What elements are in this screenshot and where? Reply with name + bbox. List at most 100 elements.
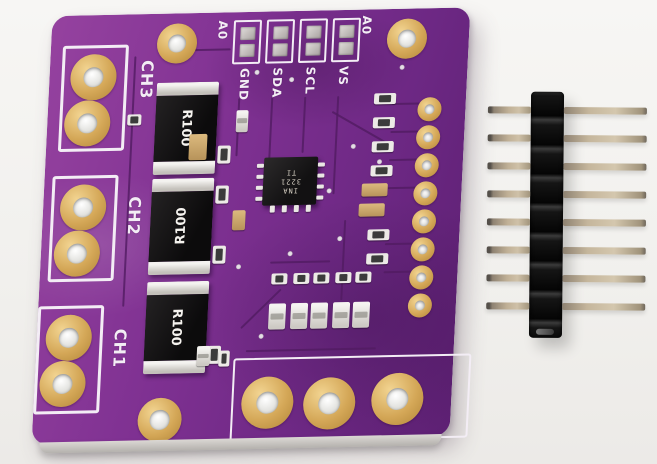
breakout-hole — [407, 293, 433, 318]
pcb-trace — [389, 158, 418, 162]
via-dot — [399, 64, 405, 70]
pcb-trace — [383, 270, 412, 274]
ic-pin — [255, 196, 263, 201]
via-dot — [376, 159, 383, 165]
plated-hole-ch3 — [63, 99, 112, 147]
plated-hole-ch2 — [58, 184, 108, 232]
ic-pin — [293, 204, 299, 213]
resistor-end-cap — [156, 81, 220, 96]
resistor-end-cap — [152, 160, 216, 176]
jumper-label-scl: SCL — [302, 66, 318, 96]
ic-pin — [316, 195, 324, 200]
via-dot — [288, 77, 295, 83]
mounting-hole — [136, 397, 183, 443]
ic-ina3221: INA 3221 TI — [255, 156, 326, 213]
smd-capacitor — [358, 203, 385, 217]
smd-resistor — [365, 253, 389, 265]
smd-capacitor — [188, 133, 208, 161]
solder-pad — [272, 25, 289, 40]
breakout-hole — [408, 265, 434, 290]
ic-pin — [256, 163, 265, 168]
channel-label-ch1: CH1 — [109, 328, 131, 369]
jumper-label-gnd: GND — [236, 67, 252, 102]
smd-resistor — [355, 271, 372, 283]
header-pin — [563, 106, 647, 115]
pcb-trace — [245, 347, 376, 353]
channel-label-ch3: CH3 — [136, 59, 158, 100]
breakout-hole — [414, 153, 440, 178]
pcb-board: CH3 CH2 CH1 A0 GND SDA SCL VS A0 R100 R1… — [31, 7, 472, 445]
pin-header-strip — [485, 83, 649, 348]
header-pin — [486, 302, 530, 310]
header-pin — [562, 302, 646, 311]
channel-label-ch2: CH2 — [123, 196, 145, 236]
pcb-trace — [387, 186, 416, 190]
solder-pad — [271, 43, 288, 57]
header-pin — [486, 246, 530, 254]
ic-pin — [281, 205, 287, 213]
smd-capacitor — [289, 302, 309, 330]
smd-resistor — [373, 92, 397, 105]
channel-block-ch3 — [57, 44, 130, 153]
ic-marking-line2: 3221 — [279, 177, 301, 186]
header-pin — [563, 134, 647, 143]
header-pin — [487, 134, 531, 142]
pcb-trace — [390, 130, 419, 134]
ic-pin — [269, 205, 275, 213]
smd-resistor — [127, 114, 142, 126]
jumper-pads-gnd — [231, 19, 263, 65]
ic-pin — [317, 173, 325, 178]
header-pin — [487, 162, 531, 170]
ic-pin — [317, 162, 326, 167]
solder-pad — [338, 24, 355, 38]
ic-pin — [305, 204, 311, 212]
plated-hole-ch1 — [44, 314, 93, 362]
smd-resistor — [372, 116, 396, 129]
via-dot — [258, 333, 264, 339]
smd-resistor — [215, 185, 230, 204]
smd-capacitor — [361, 183, 388, 197]
header-pin — [563, 190, 647, 199]
breakout-hole — [416, 96, 443, 122]
smd-capacitor — [267, 303, 287, 330]
via-dot — [287, 251, 293, 257]
via-dot — [337, 236, 343, 242]
pcb-trace — [340, 220, 347, 301]
channel-block-ch1 — [33, 305, 105, 415]
header-pin — [563, 162, 647, 171]
smd-component — [235, 110, 249, 133]
pcb-trace — [391, 102, 420, 106]
smd-resistor — [212, 245, 227, 264]
plated-hole-ch1 — [38, 360, 87, 408]
smd-resistor — [271, 273, 288, 285]
plated-hole-ch2 — [52, 230, 101, 278]
shunt-label: R100 — [167, 308, 185, 347]
output-pad — [301, 376, 357, 430]
mounting-hole — [386, 18, 428, 60]
smd-resistor — [293, 272, 310, 285]
jumper-pads-vs — [330, 17, 362, 63]
ic-marking: INA 3221 TI — [279, 167, 301, 195]
smd-capacitor — [231, 210, 246, 231]
header-pin — [562, 274, 646, 283]
smd-capacitor — [351, 301, 371, 328]
pcb-trace — [301, 96, 307, 153]
plated-hole-ch3 — [69, 53, 118, 101]
smd-resistor — [217, 145, 231, 164]
channel-block-ch2 — [47, 174, 119, 283]
output-pad — [370, 372, 425, 426]
ic-pin — [316, 184, 324, 189]
smd-resistor — [370, 165, 393, 177]
address-label-a0-left: A0 — [215, 20, 231, 41]
smd-capacitor — [331, 301, 351, 329]
resistor-end-cap — [146, 280, 210, 296]
solder-pad — [337, 42, 354, 56]
breakout-hole — [415, 125, 441, 150]
via-dot — [326, 188, 332, 194]
ic-pin — [256, 174, 264, 179]
resistor-end-cap — [147, 260, 211, 276]
solder-pad — [305, 25, 322, 39]
ic-marking-line1: INA — [281, 186, 298, 195]
header-pin — [562, 246, 646, 255]
header-pin — [562, 218, 646, 227]
